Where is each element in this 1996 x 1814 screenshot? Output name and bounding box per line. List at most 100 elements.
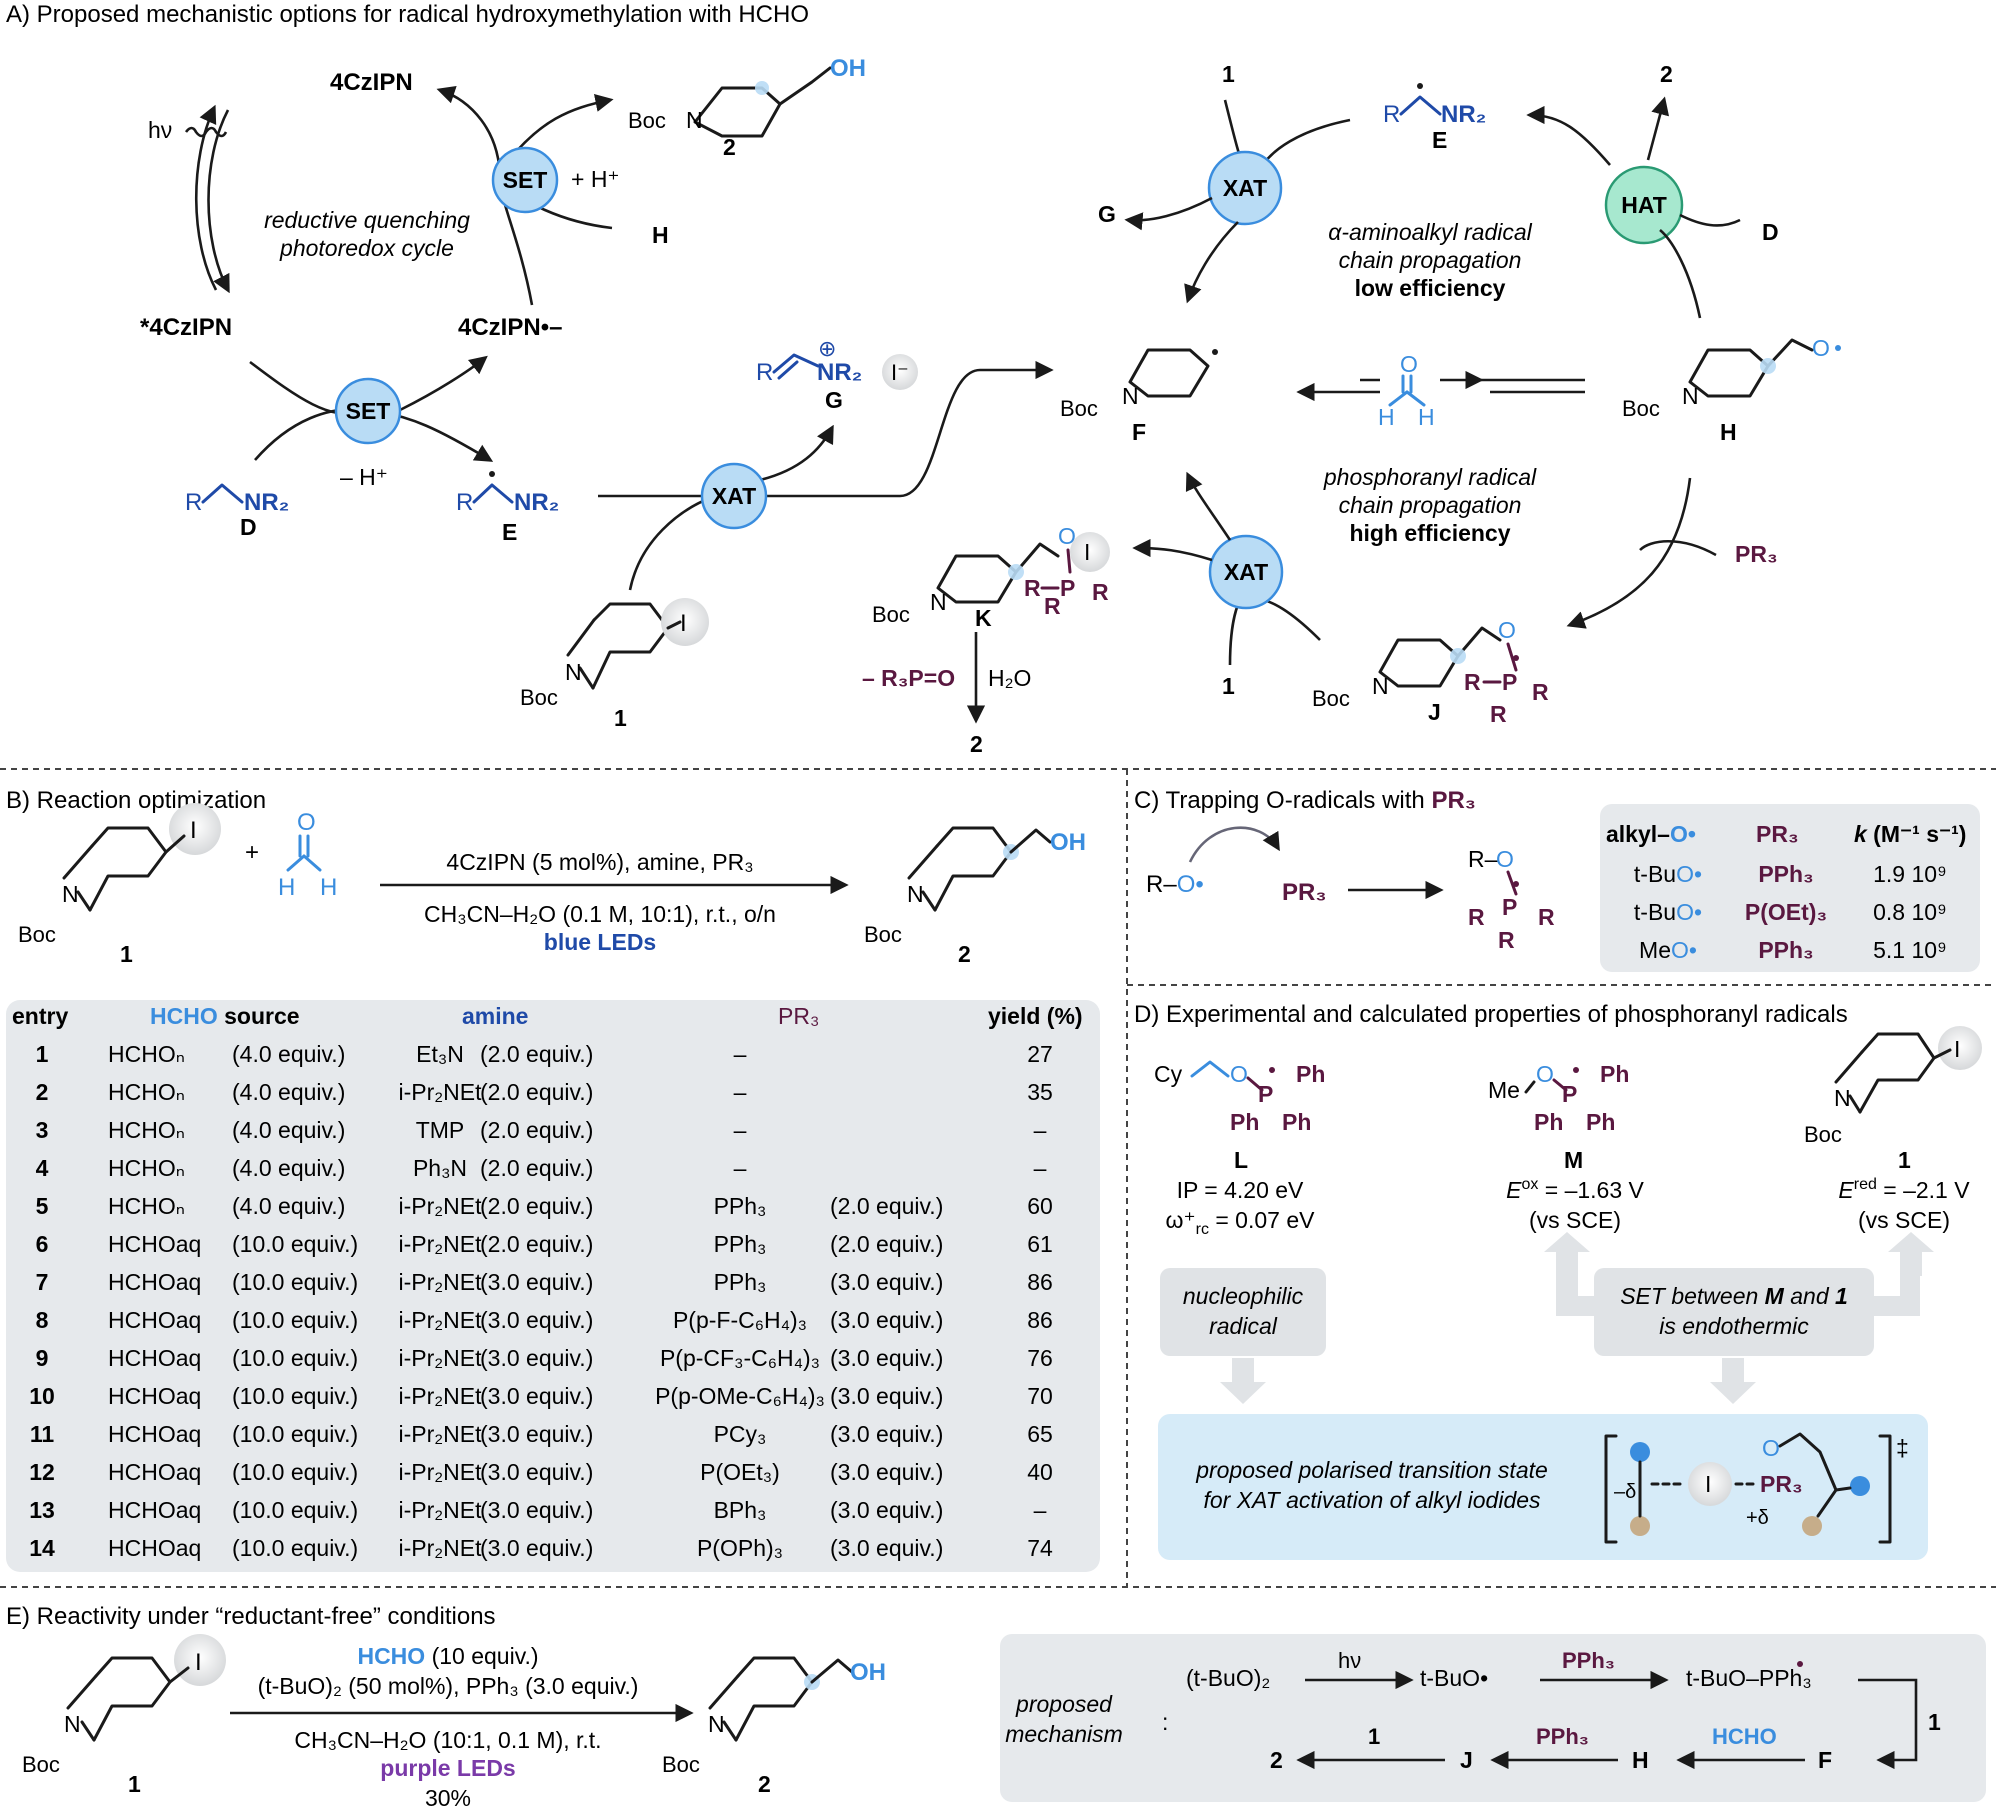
- cell-hcho: HCHOₙ: [108, 1155, 185, 1181]
- set-box-shape-right: [1888, 1232, 1934, 1276]
- mech-tbuo2: (t-BuO)₂: [1186, 1665, 1270, 1691]
- rate-pr3: P(OEt)₃: [1745, 899, 1827, 925]
- r-C-prod: R–: [1468, 846, 1498, 872]
- cell-entry: 14: [29, 1535, 55, 1561]
- o-J: O: [1498, 617, 1516, 643]
- mech-text-2: mechanism: [1005, 1721, 1123, 1747]
- cycle-text-2: photoredox cycle: [279, 235, 454, 261]
- cell-amine: i-Pr₂NEt: [398, 1345, 482, 1371]
- label-G-right: G: [1098, 201, 1116, 227]
- boc-J: Boc: [1312, 686, 1350, 711]
- mech-two: 2: [1270, 1747, 1283, 1773]
- cell-peq: (3.0 equiv.): [830, 1383, 943, 1409]
- label-K: K: [975, 605, 992, 631]
- cell-amine: i-Pr₂NEt: [398, 1269, 482, 1295]
- r-D: R: [185, 489, 202, 516]
- cell-heq: (10.0 equiv.): [232, 1231, 358, 1257]
- label-1-top-right: 1: [1222, 61, 1235, 87]
- hat-label: HAT: [1621, 192, 1667, 218]
- cell-pr3: P(OPh)₃: [697, 1535, 783, 1561]
- cell-pr3: –: [734, 1079, 747, 1105]
- cell-pr3: PPh₃: [714, 1193, 767, 1219]
- cell-pr3: PPh₃: [714, 1231, 767, 1257]
- cat-excited: *4CzIPN: [140, 314, 232, 341]
- cell-heq: (10.0 equiv.): [232, 1535, 358, 1561]
- E-to-xat: [1258, 118, 1351, 171]
- nucleophilic-text-2: radical: [1209, 1313, 1278, 1339]
- cell-pr3: BPh₃: [714, 1497, 767, 1523]
- cell-entry: 12: [29, 1459, 55, 1485]
- pr3-to-J: [1639, 539, 1717, 557]
- cell-aeq: (3.0 equiv.): [480, 1535, 593, 1561]
- radical-E-left: R NR₂ E: [456, 471, 559, 545]
- label-2-B: 2: [958, 941, 971, 967]
- cell-peq: (3.0 equiv.): [830, 1459, 943, 1485]
- label-G-left: G: [825, 387, 843, 413]
- cat-reduced: 4CzIPN•–: [458, 314, 562, 341]
- label-D: D: [240, 514, 257, 540]
- mech-pph3-2: PPh₃: [1536, 1724, 1589, 1749]
- label-2-bottom: 2: [970, 731, 983, 757]
- amine-D: R NR₂ D: [185, 483, 289, 540]
- hat-to-E: [1526, 105, 1611, 166]
- label-L: L: [1234, 1147, 1248, 1173]
- r1-J: R: [1464, 669, 1481, 695]
- xat-right-to-F: [1185, 471, 1232, 541]
- M-vs: (vs SCE): [1529, 1207, 1621, 1233]
- rt-header-pr3: PR₃: [1756, 821, 1799, 847]
- boc-top: Boc: [628, 108, 666, 133]
- cell-yield: 76: [1027, 1345, 1053, 1371]
- i-1-bottom: I: [680, 610, 687, 637]
- label-E-right: E: [1432, 127, 1447, 153]
- p-J: P: [1502, 669, 1517, 695]
- label-E-left: E: [502, 519, 517, 545]
- cell-pr3: PCy₃: [714, 1421, 767, 1447]
- M-e: Eox = –1.63 V: [1506, 1176, 1644, 1203]
- n-1-D: N: [1834, 1085, 1851, 1111]
- cell-hcho: HCHOₙ: [108, 1079, 185, 1105]
- th-yield: yield (%): [988, 1003, 1083, 1029]
- label-2-top: 2: [723, 134, 736, 160]
- cell-hcho: HCHOaq: [108, 1535, 201, 1561]
- radical-E-right: R NR₂ E: [1383, 83, 1486, 153]
- rate-alkyl: t-BuO•: [1634, 899, 1702, 925]
- i-1-D: I: [1954, 1036, 1960, 1062]
- mech-H: H: [1632, 1747, 1649, 1773]
- cell-yield: 86: [1027, 1269, 1053, 1295]
- oh-B: OH: [1050, 829, 1086, 856]
- iminium-G: R NR₂ ⊕ I⁻ G: [756, 336, 918, 413]
- label-F: F: [1132, 419, 1146, 445]
- formaldehyde-eq: O H H: [1378, 351, 1435, 430]
- trapping-scheme: R–O• PR₃ R– O P R R R: [1146, 826, 1555, 953]
- set-bottom-arc-right: [399, 355, 488, 412]
- xat-left-from-1: [628, 496, 711, 591]
- cell-yield: –: [1034, 1155, 1047, 1181]
- cell-pr3: P(p-OMe-C₆H₄)₃: [655, 1383, 825, 1409]
- n-2-B: N: [907, 881, 924, 907]
- cell-yield: 40: [1027, 1459, 1053, 1485]
- set-block-arrow-down: [1710, 1358, 1756, 1404]
- label-2-top-right: 2: [1660, 61, 1673, 87]
- cell-entry: 7: [36, 1269, 49, 1295]
- rate-pr3: PPh₃: [1758, 861, 1813, 887]
- set-bottom-circle: [334, 377, 402, 445]
- r3-K: R: [1044, 593, 1061, 619]
- nucleophilic-box: [1160, 1268, 1326, 1356]
- cell-amine: i-Pr₂NEt: [398, 1307, 482, 1333]
- xat-left-line: [598, 360, 1054, 498]
- cell-pr3: –: [734, 1041, 747, 1067]
- cond-top-B: 4CzIPN (5 mol%), amine, PR₃: [446, 849, 753, 875]
- n-1-bottom: N: [565, 659, 582, 685]
- cell-peq: (3.0 equiv.): [830, 1421, 943, 1447]
- label-H-top: H: [652, 222, 669, 248]
- boc-1-B: Boc: [18, 922, 56, 947]
- e-light: purple LEDs: [380, 1755, 515, 1781]
- set-box-text-1: SET between M and 1: [1620, 1283, 1848, 1309]
- cell-yield: 27: [1027, 1041, 1053, 1067]
- mechanism-box: [1000, 1634, 1986, 1802]
